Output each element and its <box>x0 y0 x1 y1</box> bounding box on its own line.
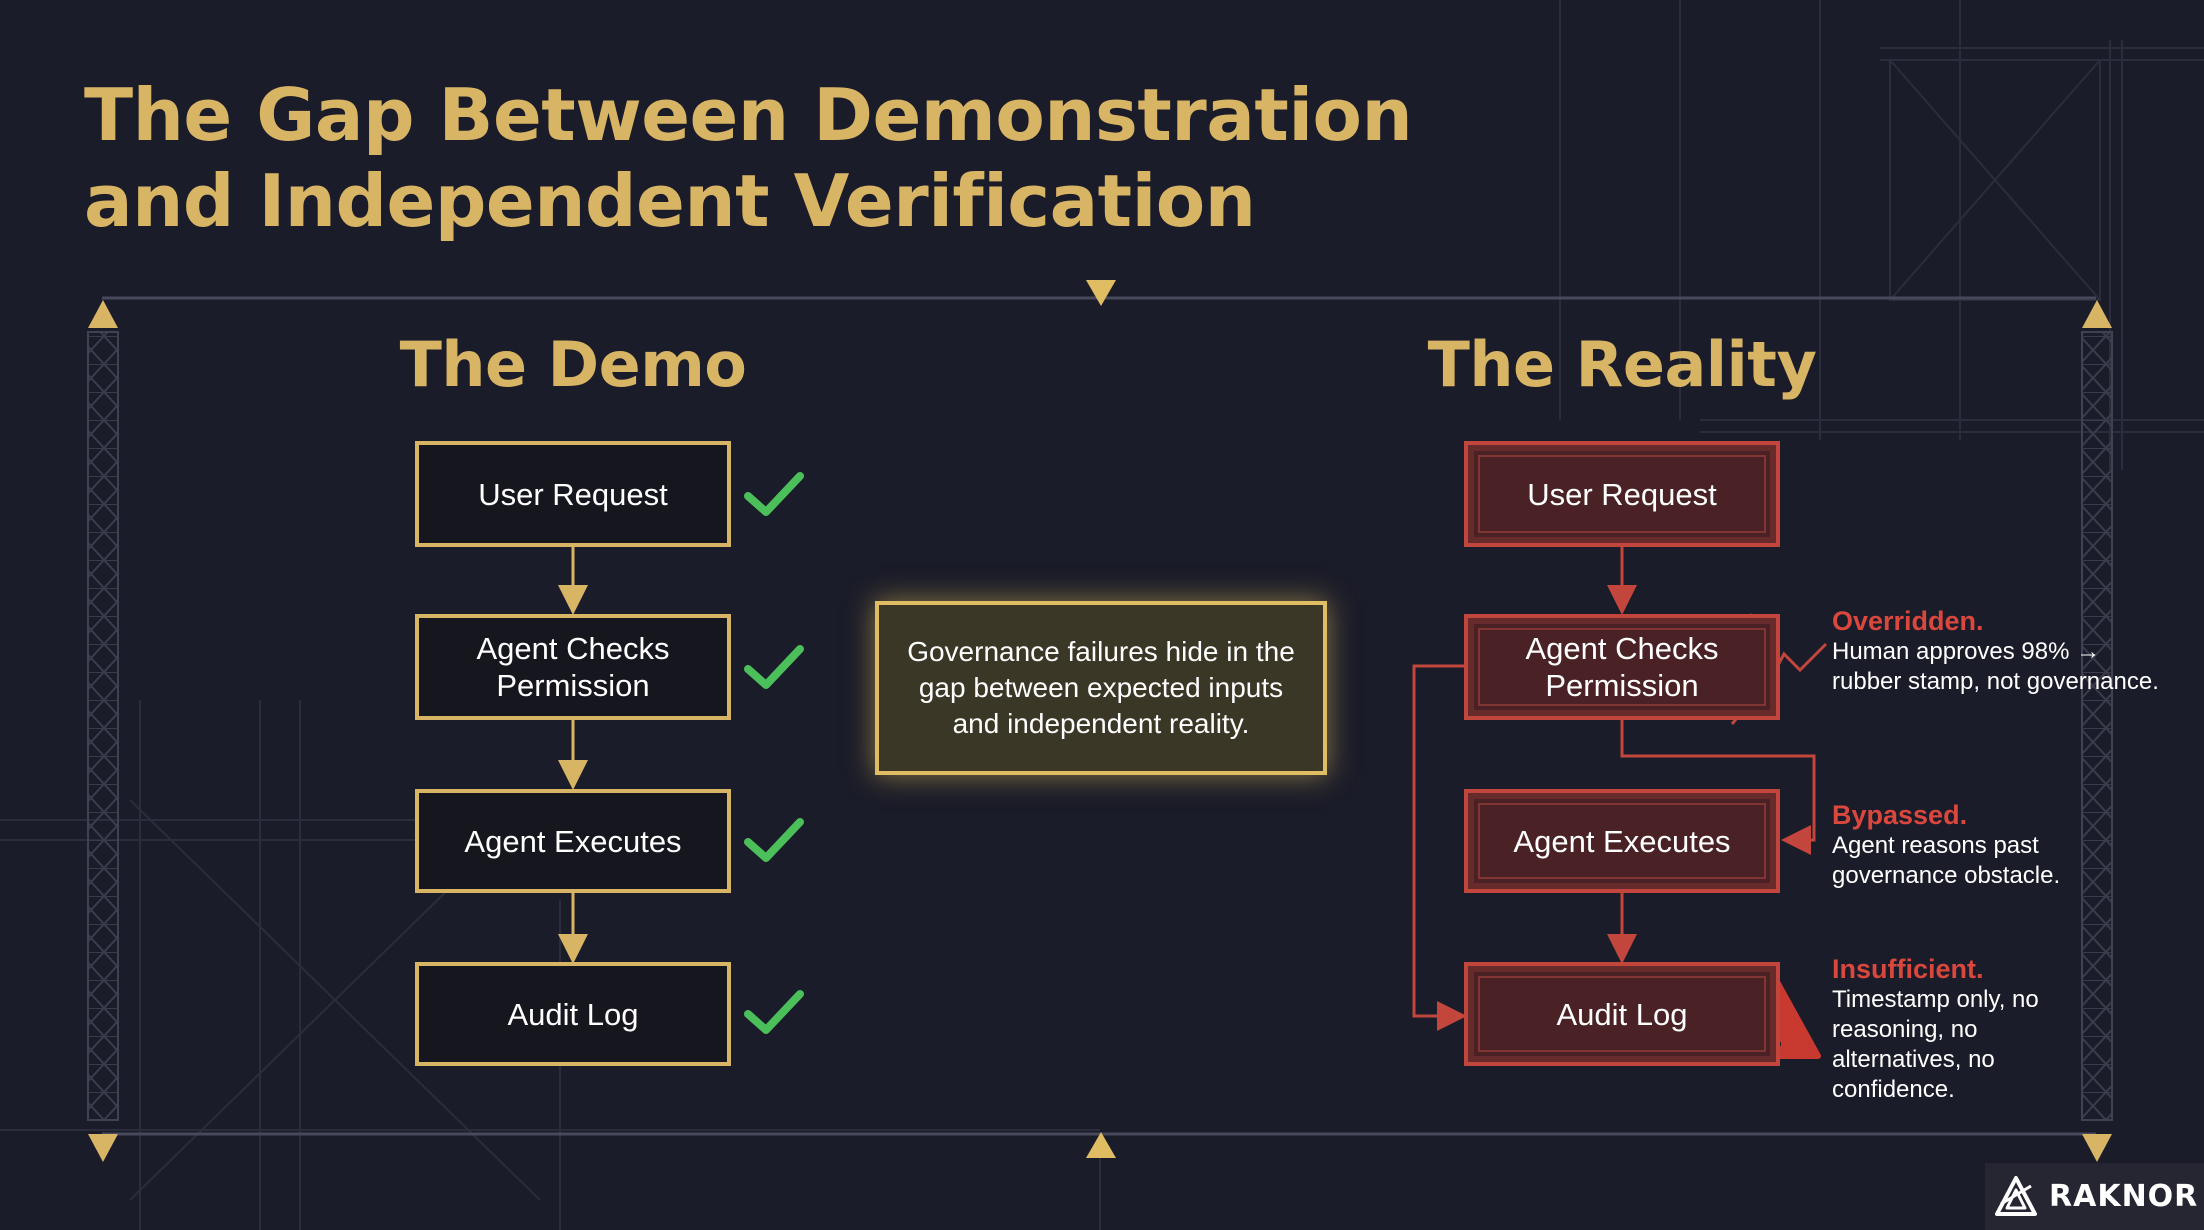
note-title: Bypassed. <box>1832 800 1968 830</box>
demo-step-user-request: User Request <box>415 441 731 547</box>
step-label: Agent Checks Permission <box>1525 631 1719 703</box>
reality-step-agent-executes: Agent Executes <box>1464 789 1780 893</box>
step-label: Agent Checks Permission <box>476 631 670 703</box>
reality-heading: The Reality <box>1427 328 1817 401</box>
note-body: Agent reasons past governance obstacle. <box>1832 832 2061 889</box>
reality-step-agent-checks-permission: Agent Checks Permission <box>1464 614 1780 720</box>
reality-step-user-request: User Request <box>1464 441 1780 547</box>
center-message: Governance failures hide in the gap betw… <box>907 636 1295 739</box>
demo-step-agent-executes: Agent Executes <box>415 789 731 893</box>
center-message-box: Governance failures hide in the gap betw… <box>875 601 1327 775</box>
step-label: Audit Log <box>1556 996 1688 1032</box>
note-bypassed: Bypassed. Agent reasons past governance … <box>1832 800 2162 891</box>
note-body: Timestamp only, no reasoning, no alterna… <box>1832 986 2039 1103</box>
raknor-logo-icon <box>1995 1175 2037 1216</box>
step-label: User Request <box>478 476 668 512</box>
note-insufficient: Insufficient. Timestamp only, no reasoni… <box>1832 954 2052 1105</box>
check-icon <box>744 472 804 516</box>
check-icon <box>744 645 804 689</box>
reality-step-audit-log: Audit Log <box>1464 962 1780 1066</box>
check-icon <box>744 990 804 1034</box>
step-label: User Request <box>1527 476 1717 512</box>
note-title: Insufficient. <box>1832 954 1984 984</box>
demo-step-agent-checks-permission: Agent Checks Permission <box>415 614 731 720</box>
demo-step-audit-log: Audit Log <box>415 962 731 1066</box>
right-truss <box>2081 300 2113 1162</box>
step-label: Agent Executes <box>1513 823 1731 859</box>
note-body: Human approves 98% → rubber stamp, not g… <box>1832 638 2159 695</box>
demo-heading: The Demo <box>399 328 747 401</box>
logo-text: RAKNOR <box>2049 1179 2199 1214</box>
brand-logo: RAKNOR <box>1985 1163 2204 1230</box>
step-label: Audit Log <box>507 996 639 1032</box>
reality-connectors <box>1412 546 1816 1031</box>
left-truss <box>87 300 119 1162</box>
page-title: The Gap Between Demonstration and Indepe… <box>84 73 1413 243</box>
step-label: Agent Executes <box>464 823 682 859</box>
check-icon <box>744 818 804 862</box>
note-overridden: Overridden. Human approves 98% → rubber … <box>1832 606 2162 697</box>
note-title: Overridden. <box>1832 606 1984 636</box>
